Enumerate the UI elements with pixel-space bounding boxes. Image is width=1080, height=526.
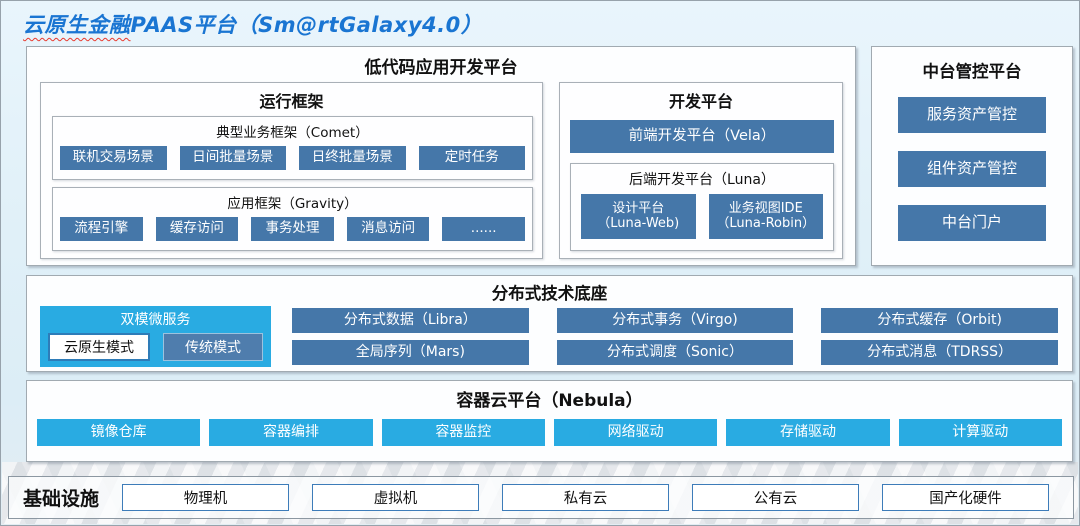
luna-backend-label: 后端开发平台（Luna） [629,172,775,188]
middle-platform-stack: 服务资产管控 组件资产管控 中台门户 [872,97,1072,241]
gravity-framework-box: 应用框架（Gravity） 流程引擎 缓存访问 事务处理 消息访问 ...... [52,187,533,251]
page-title-chinese: 云原生金融 [23,13,131,37]
dual-mode-row: 云原生模式 传统模式 [48,333,263,361]
luna-robin-line1: 业务视图IDE [728,200,803,216]
luna-backend-box: 后端开发平台（Luna） 设计平台 （Luna-Web) 业务视图IDE （Lu… [570,163,834,251]
block-transaction-processing: 事务处理 [251,217,334,241]
block-online-transaction: 联机交易场景 [60,146,167,170]
block-ellipsis: ...... [442,217,525,241]
comet-items-row: 联机交易场景 日间批量场景 日终批量场景 定时任务 [60,146,525,170]
distributed-base-title: 分布式技术底座 [491,284,608,303]
block-container-monitoring: 容器监控 [381,419,545,446]
comet-framework-label: 典型业务框架（Comet） [216,125,369,141]
block-daytime-batch: 日间批量场景 [179,146,286,170]
lowcode-platform-title: 低代码应用开发平台 [364,58,518,78]
lowcode-platform-panel: 低代码应用开发平台 运行框架 典型业务框架（Comet） 联机交易场景 日间批量… [26,46,856,266]
luna-web-line2: （Luna-Web) [597,215,680,231]
distributed-base-panel: 分布式技术底座 双模微服务 云原生模式 传统模式 分布式数据（Libra） 分布… [26,275,1073,372]
infrastructure-strip: 基础设施 物理机 虚拟机 私有云 公有云 国产化硬件 [8,476,1074,519]
block-message-access: 消息访问 [346,217,430,241]
block-virtual-machine: 虚拟机 [312,484,480,511]
container-cloud-row: 镜像仓库 容器编排 容器监控 网络驱动 存储驱动 计算驱动 [37,419,1062,446]
middle-platform-panel: 中台管控平台 服务资产管控 组件资产管控 中台门户 [871,46,1073,266]
comet-framework-box: 典型业务框架（Comet） 联机交易场景 日间批量场景 日终批量场景 定时任务 [52,116,533,180]
block-network-driver: 网络驱动 [553,419,718,446]
container-cloud-panel: 容器云平台（Nebula） 镜像仓库 容器编排 容器监控 网络驱动 存储驱动 计… [26,380,1073,462]
middle-platform-title: 中台管控平台 [922,62,1022,81]
luna-robin-line2: （Luna-Robin） [716,215,816,231]
dev-platform-box: 开发平台 前端开发平台（Vela） 后端开发平台（Luna） 设计平台 （Lun… [559,82,843,259]
block-component-asset-control: 组件资产管控 [898,151,1046,187]
block-distributed-message-tdrss: 分布式消息（TDRSS） [821,340,1058,365]
container-cloud-title: 容器云平台（Nebula） [456,391,643,411]
dual-mode-label: 双模微服务 [120,312,191,328]
block-process-engine: 流程引擎 [60,217,143,241]
page-title: 云原生金融PAAS平台（Sm@rtGalaxy4.0） [23,9,482,39]
runtime-framework-box: 运行框架 典型业务框架（Comet） 联机交易场景 日间批量场景 日终批量场景 … [40,82,543,259]
block-scheduled-task: 定时任务 [418,146,525,170]
block-middle-portal: 中台门户 [898,205,1046,241]
block-cache-access: 缓存访问 [155,217,239,241]
block-container-orchestration: 容器编排 [209,419,373,446]
infrastructure-label: 基础设施 [23,488,100,510]
block-traditional-mode: 传统模式 [163,333,263,361]
block-private-cloud: 私有云 [502,484,670,511]
block-domestic-hardware: 国产化硬件 [882,484,1050,511]
distributed-services-grid: 分布式数据（Libra） 分布式事务（Virgo) 分布式缓存（Orbit) 全… [292,308,1058,365]
block-luna-web: 设计平台 （Luna-Web) [581,194,696,239]
block-distributed-scheduling-sonic: 分布式调度（Sonic） [556,340,794,365]
block-distributed-data-libra: 分布式数据（Libra） [292,308,529,333]
block-service-asset-control: 服务资产管控 [898,97,1046,133]
block-luna-robin: 业务视图IDE （Luna-Robin） [708,194,823,239]
gravity-items-row: 流程引擎 缓存访问 事务处理 消息访问 ...... [60,217,525,241]
block-distributed-transaction-virgo: 分布式事务（Virgo) [556,308,794,333]
luna-web-line1: 设计平台 [612,200,665,216]
block-vela-frontend: 前端开发平台（Vela） [570,120,834,153]
block-compute-driver: 计算驱动 [898,419,1062,446]
luna-items-row: 设计平台 （Luna-Web) 业务视图IDE （Luna-Robin） [581,194,823,239]
block-public-cloud: 公有云 [692,484,860,511]
gravity-framework-label: 应用框架（Gravity） [227,196,358,212]
page-title-product: PAAS平台（Sm@rtGalaxy4.0） [130,13,483,37]
block-image-registry: 镜像仓库 [37,419,201,446]
block-global-sequence-mars: 全局序列（Mars) [292,340,529,365]
block-endofday-batch: 日终批量场景 [299,146,406,170]
dev-platform-title: 开发平台 [668,92,733,111]
block-physical-machine: 物理机 [122,484,290,511]
block-cloud-native-mode: 云原生模式 [48,333,150,361]
dual-mode-microservice-box: 双模微服务 云原生模式 传统模式 [40,306,271,367]
block-storage-driver: 存储驱动 [726,419,890,446]
runtime-framework-title: 运行框架 [259,92,324,111]
block-distributed-cache-orbit: 分布式缓存（Orbit) [821,308,1058,333]
